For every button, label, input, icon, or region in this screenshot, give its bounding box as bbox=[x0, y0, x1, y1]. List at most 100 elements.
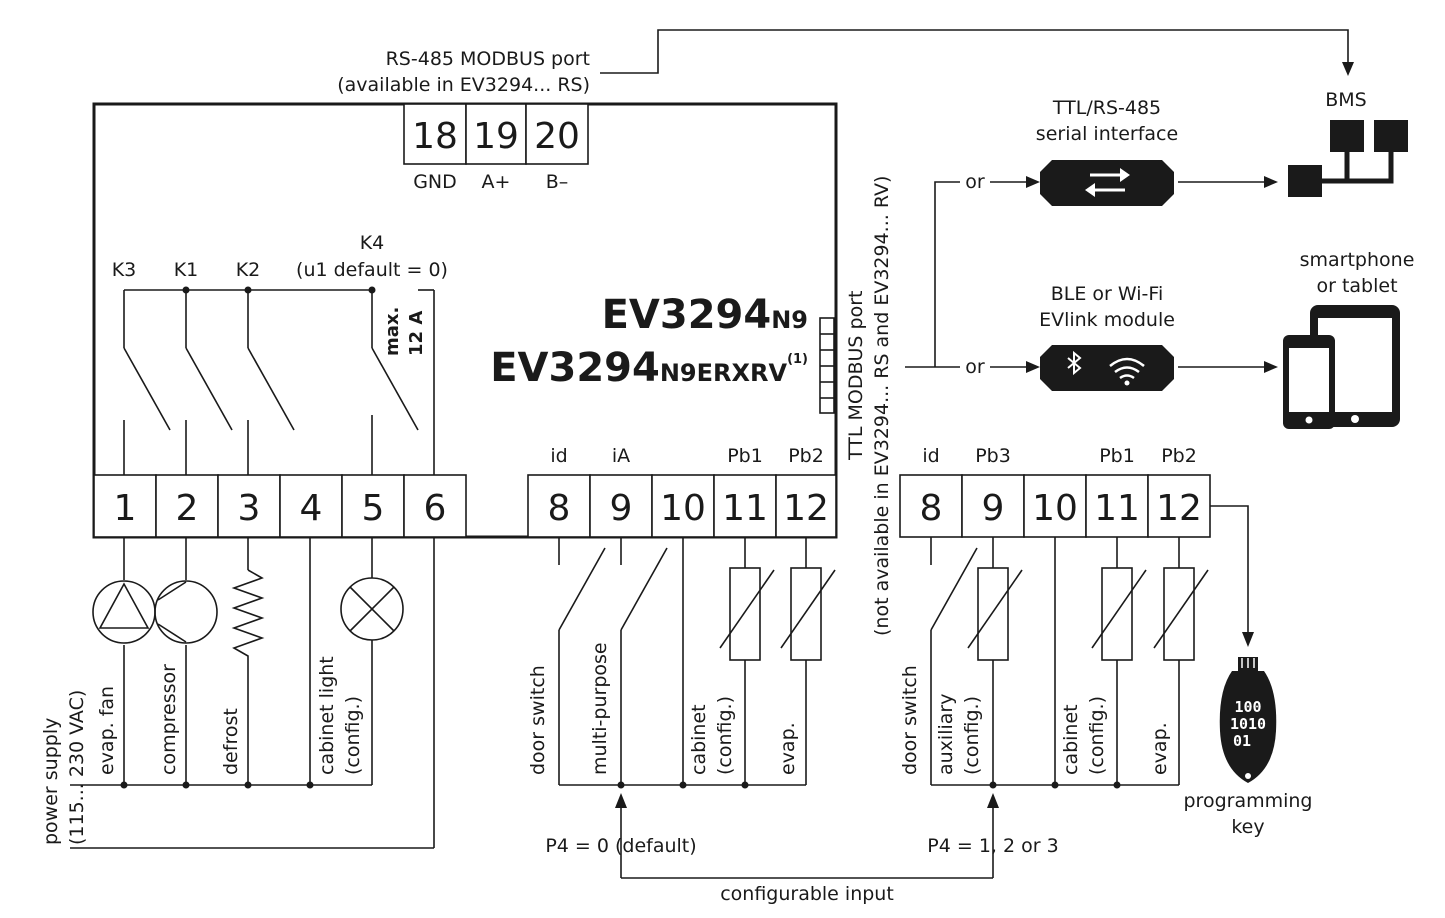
relay-k1-label: K1 bbox=[174, 259, 199, 281]
evap-a-label: evap. bbox=[777, 722, 799, 775]
inputs-a-wiring bbox=[558, 537, 993, 879]
door-switch-a-label: door switch bbox=[527, 665, 549, 775]
cabinet-light-label-line2: (config.) bbox=[342, 696, 364, 775]
rs485-label-line1: RS-485 MODBUS port bbox=[386, 48, 590, 70]
power-supply-label-line2: (115... 230 VAC) bbox=[66, 690, 88, 845]
terminal-b-9-label: Pb3 bbox=[975, 445, 1011, 467]
terminal-20 bbox=[525, 103, 589, 165]
compressor-icon bbox=[154, 580, 218, 644]
relay-k4-label: K4 bbox=[360, 232, 385, 254]
rs485-label-line2: (available in EV3294... RS) bbox=[337, 74, 590, 96]
terminal-a-9-label: iA bbox=[612, 445, 630, 467]
load-wiring bbox=[70, 537, 435, 849]
bms-label: BMS bbox=[1325, 89, 1367, 111]
key-bits-line2: 1010 bbox=[1230, 715, 1266, 733]
cabinet-a-label-line2: (config.) bbox=[714, 696, 736, 775]
evap-b-label: evap. bbox=[1149, 722, 1171, 775]
terminal-19-label: A+ bbox=[482, 171, 511, 193]
ttl-port-label-line2: (not available in EV3294... RS and EV329… bbox=[871, 176, 893, 636]
terminal-a-9: 9 bbox=[610, 488, 633, 529]
terminal-b-8-label: id bbox=[922, 445, 939, 467]
rs485-terminal-block: 18 19 20 GND A+ B– bbox=[403, 103, 589, 193]
terminal-6 bbox=[403, 474, 467, 538]
ble-module-label-line1: BLE or Wi-Fi bbox=[1051, 283, 1163, 305]
terminal-5 bbox=[341, 474, 405, 538]
configurable-input-label: configurable input bbox=[720, 883, 894, 905]
terminal-b-9: 9 bbox=[982, 488, 1005, 529]
key-bits-line1: 100 bbox=[1234, 698, 1261, 716]
relay-k3-label: K3 bbox=[112, 259, 137, 281]
programming-key-icon: 100 1010 01 bbox=[1219, 657, 1277, 783]
serial-interface-label-line2: serial interface bbox=[1036, 123, 1178, 145]
power-supply-label-line1: power supply bbox=[40, 718, 62, 845]
terminal-a-11: 11 bbox=[722, 488, 768, 529]
smartphone-label-line2: or tablet bbox=[1316, 275, 1397, 297]
relay-k2-label: K2 bbox=[236, 259, 261, 281]
programming-key-label-line1: programming bbox=[1184, 790, 1313, 812]
model-name-2: EV3294N9ERXRV(1) bbox=[490, 345, 808, 391]
terminal-b-12: 12 bbox=[1156, 488, 1202, 529]
ttl-connections bbox=[905, 176, 1278, 373]
key-bits-line3: 01 bbox=[1233, 732, 1251, 750]
terminal-a-8: 8 bbox=[548, 488, 571, 529]
terminal-4 bbox=[279, 474, 343, 538]
terminal-3 bbox=[217, 474, 281, 538]
model-2-main: EV3294 bbox=[490, 345, 660, 391]
compressor-label: compressor bbox=[158, 664, 180, 775]
model-name-1: EV3294N9 bbox=[602, 292, 808, 338]
terminal-2 bbox=[155, 474, 219, 538]
terminal-18-number: 18 bbox=[412, 116, 458, 157]
rs485-to-bms-line bbox=[600, 29, 1349, 74]
evap-fan-label: evap. fan bbox=[96, 686, 118, 775]
ble-module-label-line2: EVlink module bbox=[1039, 309, 1175, 331]
multi-purpose-label: multi-purpose bbox=[589, 642, 611, 775]
terminal-a-11-label: Pb1 bbox=[727, 445, 763, 467]
bluetooth-icon bbox=[1067, 350, 1082, 376]
terminal-18-label: GND bbox=[413, 171, 457, 193]
or-label-1: or bbox=[965, 171, 985, 193]
serial-interface-icon bbox=[1040, 160, 1174, 206]
cabinet-light-icon bbox=[340, 577, 404, 641]
terminal-1-number: 1 bbox=[114, 488, 137, 529]
smartphone-label-line1: smartphone bbox=[1300, 249, 1415, 271]
terminal-19 bbox=[465, 103, 527, 165]
terminal-1 bbox=[93, 474, 157, 538]
terminal-20-label: B– bbox=[546, 171, 569, 193]
ble-module-icon bbox=[1040, 345, 1174, 391]
ttl-port-label-line1: TTL MODBUS port bbox=[845, 291, 867, 461]
terminal-b-11-label: Pb1 bbox=[1099, 445, 1135, 467]
model-2-suffix: N9ERXRV bbox=[660, 359, 788, 387]
door-switch-b-label: door switch bbox=[899, 665, 921, 775]
terminal-18 bbox=[403, 103, 467, 165]
model-1-main: EV3294 bbox=[602, 292, 772, 338]
cabinet-b-label-line2: (config.) bbox=[1086, 696, 1108, 775]
max-current-line2: 12 A bbox=[406, 311, 427, 356]
relay-k4-note: (u1 default = 0) bbox=[296, 259, 448, 281]
auxiliary-label-line1: auxiliary bbox=[935, 694, 957, 775]
evap-fan-icon bbox=[92, 580, 156, 644]
programming-key-label-line2: key bbox=[1231, 816, 1264, 838]
serial-interface-label-line1: TTL/RS-485 bbox=[1052, 97, 1161, 119]
terminal-a-8-label: id bbox=[550, 445, 567, 467]
relay-circuit bbox=[123, 286, 435, 480]
wifi-icon bbox=[1109, 357, 1145, 386]
terminal-3-number: 3 bbox=[238, 488, 261, 529]
terminal-6-number: 6 bbox=[424, 488, 447, 529]
terminal-b-10: 10 bbox=[1032, 488, 1078, 529]
model-1-suffix: N9 bbox=[771, 306, 808, 334]
terminal-4-number: 4 bbox=[300, 488, 323, 529]
cabinet-a-label-line1: cabinet bbox=[688, 704, 710, 775]
terminal-a-12: 12 bbox=[783, 488, 829, 529]
inputs-b-wiring bbox=[930, 505, 1254, 878]
cabinet-b-label-line1: cabinet bbox=[1060, 704, 1082, 775]
or-label-2: or bbox=[965, 356, 985, 378]
terminal-b-12-label: Pb2 bbox=[1161, 445, 1197, 467]
terminal-19-number: 19 bbox=[473, 116, 519, 157]
terminal-a-12-label: Pb2 bbox=[788, 445, 824, 467]
p4-default-label: P4 = 0 (default) bbox=[545, 835, 696, 857]
p4-alt-label: P4 = 1, 2 or 3 bbox=[927, 835, 1058, 857]
model-2-footnote: (1) bbox=[787, 352, 808, 367]
terminal-b-8: 8 bbox=[920, 488, 943, 529]
defrost-label: defrost bbox=[220, 708, 242, 775]
